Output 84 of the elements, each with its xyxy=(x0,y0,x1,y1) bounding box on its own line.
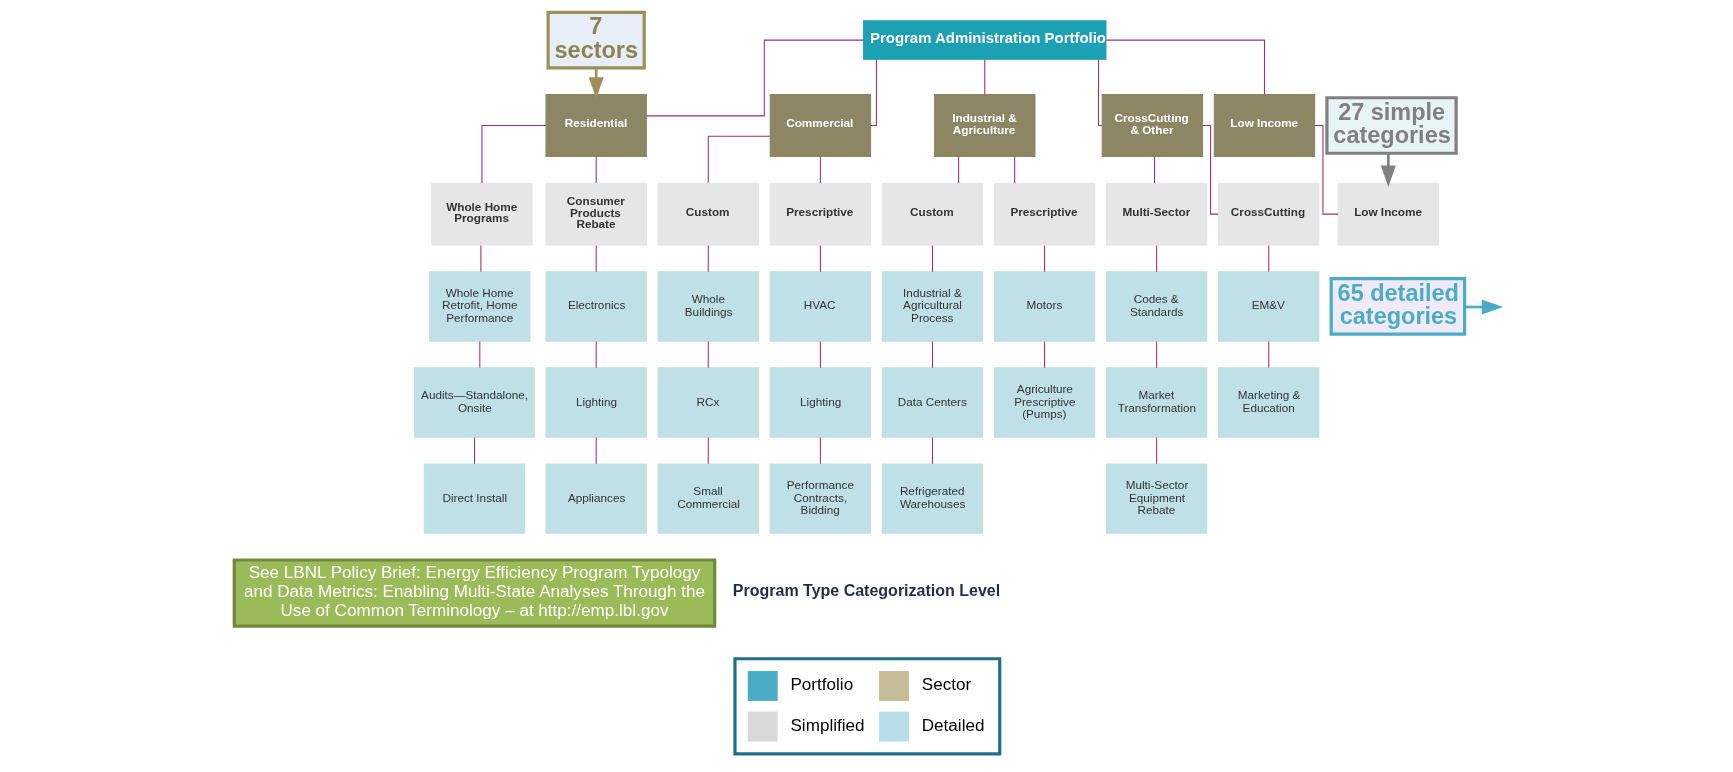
connector xyxy=(1105,39,1265,95)
connector xyxy=(1043,244,1045,273)
node-box: Lighting xyxy=(769,367,871,438)
node-box: Low Income xyxy=(1213,94,1315,157)
arrow xyxy=(588,68,604,99)
node-box: Consumer Products Rebate xyxy=(544,182,647,246)
connector xyxy=(1013,155,1015,184)
node-box: Low Income xyxy=(1337,182,1439,246)
node-box: Refrigerated Warehouses xyxy=(881,463,983,534)
label: See LBNL Policy Brief: Energy Efficiency Program Typology and Data Metrics: Enabling Multi-State Analyses Through the Use of Common Terminology – at http://emp.lbl.gov xyxy=(243,562,705,621)
connector xyxy=(595,340,597,369)
connector xyxy=(931,436,933,465)
node-box: Audits—Standalone, Onsite xyxy=(413,367,535,438)
connector xyxy=(595,155,597,184)
node-box: Motors xyxy=(993,271,1095,342)
connector xyxy=(1097,58,1103,127)
node-box: Whole Home Retrofit, Home Performance xyxy=(428,271,531,342)
connector xyxy=(478,340,480,369)
legend-label: Sector xyxy=(921,675,971,695)
node-box: 7 sectors xyxy=(546,10,646,70)
node-box: Electronics xyxy=(544,271,647,342)
node-box: 65 detailed categories xyxy=(1329,277,1466,336)
label: Program Type Categorization Level xyxy=(732,581,1000,599)
node-box: Agriculture Prescriptive (Pumps) xyxy=(993,367,1095,438)
connector xyxy=(869,58,877,127)
node-box: Data Centers xyxy=(881,367,983,438)
node-box: Lighting xyxy=(544,367,647,438)
legend-label: Simplified xyxy=(789,715,865,735)
node-box: Prescriptive xyxy=(993,182,1095,246)
node-box: Marketing & Education xyxy=(1217,367,1319,438)
node-box: Multi-Sector Equipment Rebate xyxy=(1105,463,1207,534)
node-box: Codes & Standards xyxy=(1105,271,1207,342)
connector xyxy=(595,436,597,465)
node-box: Program Administration Portfolio xyxy=(862,20,1106,60)
connector xyxy=(1201,124,1219,215)
node-box: Whole Home Programs xyxy=(430,182,533,246)
node-box: Industrial & Agriculture xyxy=(933,94,1035,157)
connector xyxy=(707,135,770,184)
connector xyxy=(1155,340,1157,369)
node-box: Performance Contracts, Bidding xyxy=(769,463,871,534)
node-box: Multi-Sector xyxy=(1105,182,1207,246)
node-box: CrossCutting xyxy=(1217,182,1319,246)
connector xyxy=(1043,340,1045,369)
node-box: Appliances xyxy=(544,463,647,534)
connector xyxy=(1155,436,1157,465)
node-box: Commercial xyxy=(769,94,871,157)
connector xyxy=(707,436,709,465)
connector xyxy=(595,244,597,273)
connector xyxy=(957,155,959,184)
connector xyxy=(1153,155,1155,184)
connector xyxy=(1267,244,1269,273)
connector xyxy=(819,244,821,273)
connector xyxy=(931,340,933,369)
node-box: Industrial & Agricultural Process xyxy=(881,271,983,342)
node-box: EM&V xyxy=(1217,271,1319,342)
node-box: 27 simple categories xyxy=(1324,96,1458,155)
arrow xyxy=(1464,299,1503,315)
connector xyxy=(819,436,821,465)
node-box: Prescriptive xyxy=(769,182,871,246)
arrow xyxy=(1380,153,1396,187)
node-box: Market Transformation xyxy=(1105,367,1207,438)
connector xyxy=(819,340,821,369)
node-box: Residential xyxy=(544,94,647,157)
connector xyxy=(707,340,709,369)
connector xyxy=(983,58,985,96)
node-box: HVAC xyxy=(769,271,871,342)
connector xyxy=(479,244,481,273)
legend-label: Portfolio xyxy=(789,675,853,695)
node-box: Whole Buildings xyxy=(657,271,759,342)
connector xyxy=(473,436,475,465)
node-box: Custom xyxy=(881,182,983,246)
node-box: CrossCutting & Other xyxy=(1101,94,1203,157)
connector xyxy=(480,124,546,184)
legend-label: Detailed xyxy=(921,715,984,735)
connector xyxy=(645,39,864,117)
node-box: Direct Install xyxy=(423,463,525,534)
connector xyxy=(707,244,709,273)
node-box: RCx xyxy=(657,367,759,438)
connector xyxy=(1155,244,1157,273)
connector xyxy=(1267,340,1269,369)
node-box: Small Commercial xyxy=(657,463,759,534)
connector xyxy=(931,244,933,273)
node-box: Custom xyxy=(657,182,759,246)
connector xyxy=(819,155,821,184)
